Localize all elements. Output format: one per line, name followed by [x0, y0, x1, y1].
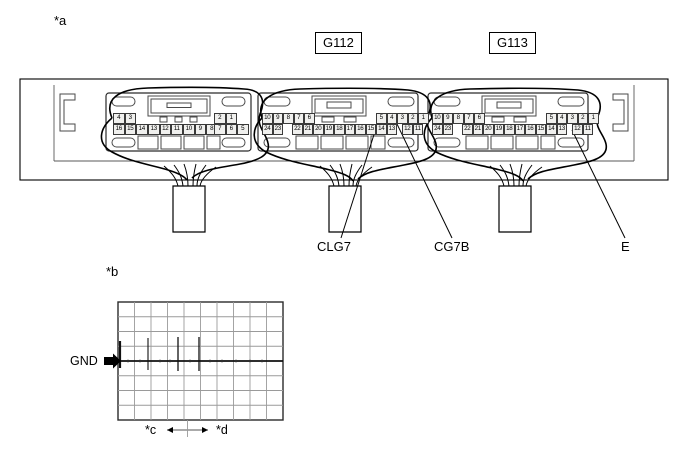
pin-cell: 7 [463, 113, 474, 124]
scope-marker-c: *c [145, 423, 157, 437]
pin-cell: 15 [365, 124, 376, 135]
pin-cell: 20 [313, 124, 324, 135]
pin-cell: 22 [292, 124, 303, 135]
pin-cell: 13 [148, 124, 160, 135]
pin-cell: 21 [472, 124, 483, 135]
callout-cg7b: CG7B [434, 239, 470, 254]
pin-cell: 4 [113, 113, 125, 124]
pin-cell: 7 [293, 113, 304, 124]
pin-cell: 3 [567, 113, 578, 124]
bracket-left [59, 93, 76, 132]
housing-shelf [53, 85, 635, 162]
scope-waveform [118, 337, 283, 371]
pin-cell: 10 [183, 124, 195, 135]
pin-cell: 12 [159, 124, 171, 135]
bracket-right [612, 93, 629, 132]
pin-cell: 11 [582, 124, 593, 135]
pin-cell: 7 [214, 124, 226, 135]
pin-cell: 2 [214, 113, 226, 124]
pin-cell: 6 [474, 113, 485, 124]
pin-cell: 16 [525, 124, 536, 135]
pin-cell: 2 [407, 113, 418, 124]
pin-cell: 4 [386, 113, 397, 124]
pin-cell: 14 [136, 124, 148, 135]
pin-cell: 10 [262, 113, 273, 124]
wire-sheath-middle [328, 185, 362, 233]
pin-cell: 2 [577, 113, 588, 124]
pin-cell: 17 [344, 124, 355, 135]
pin-cell: 10 [432, 113, 443, 124]
callout-clg7: CLG7 [317, 239, 351, 254]
callout-e: E [621, 239, 630, 254]
connector-left-details [111, 95, 246, 150]
note-mark-b: *b [106, 264, 119, 279]
pin-cell: 19 [323, 124, 334, 135]
pin-cell: 14 [376, 124, 387, 135]
pin-cell: 5 [376, 113, 387, 124]
pin-cell: 16 [355, 124, 366, 135]
pin-cell: 13 [386, 124, 397, 135]
leader-cg7b [396, 123, 453, 239]
wire-bundle-right [489, 163, 543, 187]
pin-cell: 23 [272, 124, 283, 135]
pin-cell: 3 [397, 113, 408, 124]
pin-cell: 8 [283, 113, 294, 124]
pin-cell: 19 [493, 124, 504, 135]
harness-loop-right [423, 87, 607, 182]
pin-cell: 9 [194, 124, 206, 135]
pin-cell: 21 [302, 124, 313, 135]
leader-lines [340, 121, 626, 239]
pin-cell: 6 [304, 113, 315, 124]
pin-cell: 9 [272, 113, 283, 124]
pin-cell: 12 [402, 124, 413, 135]
connector-left-body [105, 92, 252, 152]
pin-cell: 15 [124, 124, 136, 135]
wire-sheath-left [172, 185, 206, 233]
pin-cell: 22 [462, 124, 473, 135]
pin-cell: 24 [262, 124, 273, 135]
pin-cell: 8 [453, 113, 464, 124]
pin-cell: 16 [113, 124, 125, 135]
pin-cell: 17 [514, 124, 525, 135]
pin-cell: 15 [535, 124, 546, 135]
pin-cell: 18 [334, 124, 345, 135]
connector-label-g112: G112 [315, 32, 362, 54]
pin-cell: 11 [171, 124, 183, 135]
pin-cell: 1 [225, 113, 237, 124]
connector-right-details [433, 95, 585, 150]
pin-cell: 24 [432, 124, 443, 135]
wire-bundle-left [163, 163, 217, 187]
leader-e [571, 129, 626, 239]
pin-cell: 1 [588, 113, 599, 124]
pin-cell: 1 [418, 113, 429, 124]
wire-sheath-right [498, 185, 532, 233]
pin-cell: 5 [237, 124, 249, 135]
harness-loop-middle [253, 87, 437, 182]
pin-cell: 4 [556, 113, 567, 124]
pin-cell: 13 [556, 124, 567, 135]
pin-cell: 20 [483, 124, 494, 135]
gnd-arrow-icon [104, 353, 121, 369]
pin-cell: 5 [546, 113, 557, 124]
connector-label-g113: G113 [489, 32, 536, 54]
connector-middle-details [263, 95, 415, 150]
pin-cell: 6 [225, 124, 237, 135]
pin-cell: 11 [412, 124, 423, 135]
pin-cell: 12 [572, 124, 583, 135]
pin-cell: 9 [442, 113, 453, 124]
scope-gnd-label: GND [70, 354, 98, 368]
scope-marker-d: *d [216, 423, 228, 437]
pin-cell: 14 [546, 124, 557, 135]
leader-clg7 [340, 121, 379, 239]
pin-cell: 3 [124, 113, 136, 124]
note-mark-a: *a [54, 13, 67, 28]
pin-cell: 23 [442, 124, 453, 135]
pin-cell: 18 [504, 124, 515, 135]
